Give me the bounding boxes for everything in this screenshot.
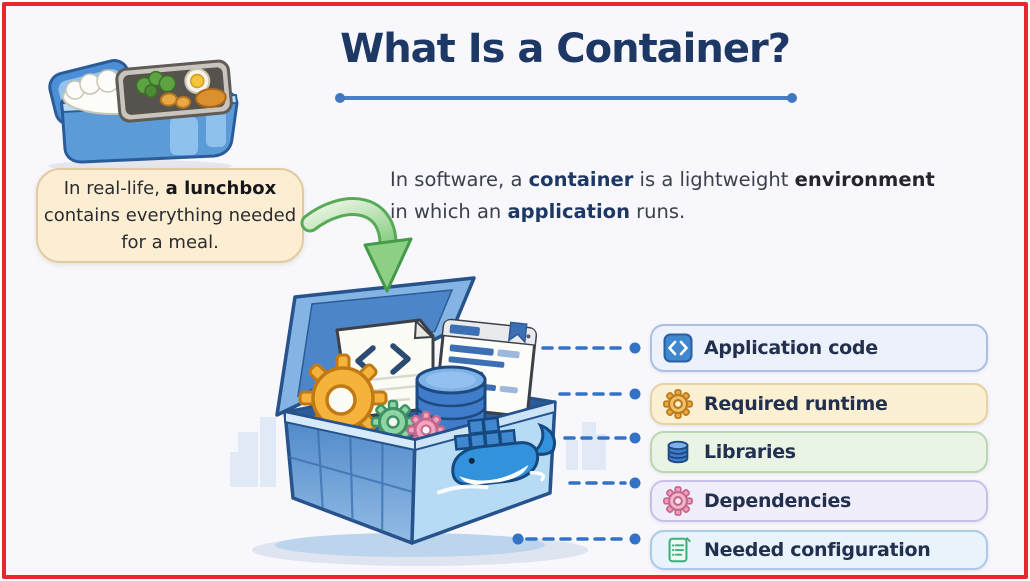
label-application-code: Application code xyxy=(650,324,988,372)
label-text: Dependencies xyxy=(704,490,852,512)
bubble-line-1: In real-life, a lunchbox xyxy=(63,178,277,199)
title-divider xyxy=(335,93,797,103)
container-box-illustration xyxy=(230,276,606,566)
label-text: Required runtime xyxy=(704,393,888,415)
software-definition-text: In software, a container is a lightweigh… xyxy=(390,168,935,223)
gear-pink-icon xyxy=(663,486,693,516)
page-title: What Is a Container? xyxy=(340,26,791,72)
real-life-bubble: In real-life, a lunchbox contains everyt… xyxy=(36,168,304,263)
label-needed-configuration: Needed configuration xyxy=(650,530,988,570)
connector-lines xyxy=(512,342,641,545)
bubble-line-3: for a meal. xyxy=(121,232,219,253)
database-icon xyxy=(663,437,693,467)
label-text: Libraries xyxy=(704,441,796,463)
bubble-line-2: contains everything needed xyxy=(43,205,297,226)
label-text: Needed configuration xyxy=(704,539,931,561)
label-text: Application code xyxy=(704,337,878,359)
label-dependencies: Dependencies xyxy=(650,480,988,522)
skyline xyxy=(230,417,606,487)
arrow-icon xyxy=(300,197,413,293)
config-doc-icon xyxy=(663,535,693,565)
food-tray xyxy=(115,59,233,123)
code-icon xyxy=(663,333,693,363)
lunchbox-illustration xyxy=(48,59,239,172)
docker-whale-icon xyxy=(436,416,556,495)
gear-orange-icon xyxy=(663,389,693,419)
label-libraries: Libraries xyxy=(650,431,988,473)
label-required-runtime: Required runtime xyxy=(650,383,988,425)
